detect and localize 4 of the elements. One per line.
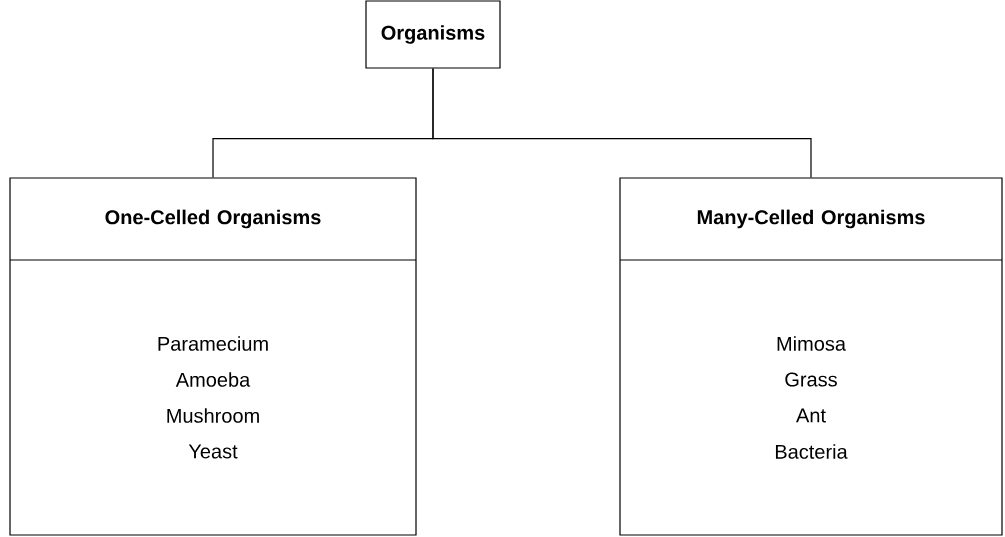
connector — [432, 68, 812, 178]
box: Organisms — [365, 0, 501, 69]
box: One-Celled Organisms Paramecium Amoeba Mushroom Yeast — [9, 177, 417, 536]
box: Many-Celled Organisms Mimosa Grass Ant Bacteria — [619, 177, 1003, 536]
